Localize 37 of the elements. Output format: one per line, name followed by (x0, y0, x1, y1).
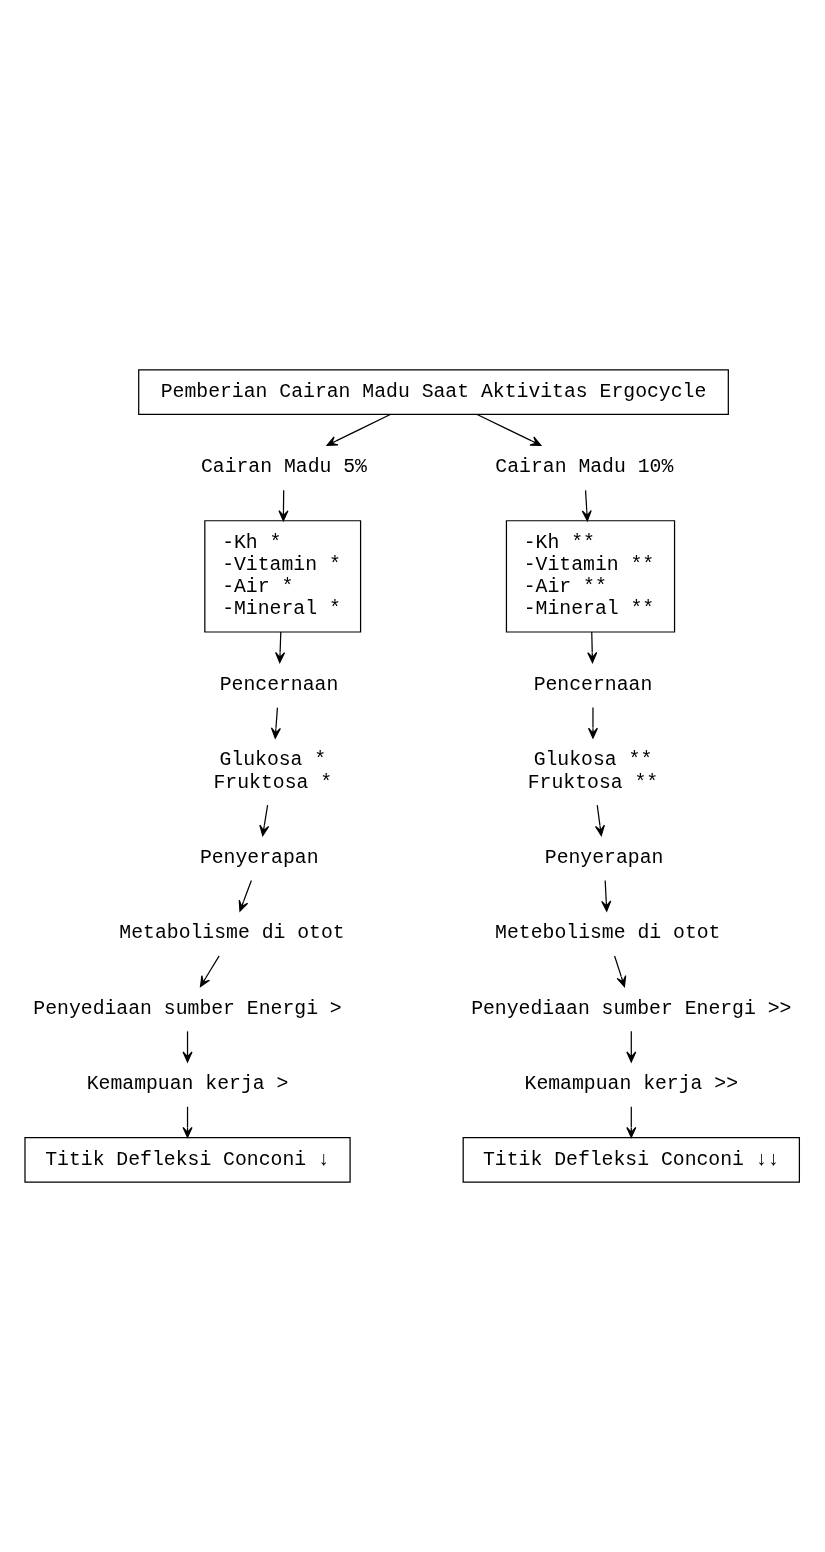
node-text: Penyerapan (199, 846, 319, 869)
arrow (326, 413, 391, 446)
node-box: Titik Defleksi Conconi ↓↓ (462, 1136, 800, 1183)
arrow (182, 1106, 193, 1138)
node-box: Titik Defleksi Conconi ↓ (24, 1136, 351, 1183)
arrow (587, 706, 599, 739)
arrow (614, 955, 627, 988)
node-text: Cairan Madu 10% (495, 456, 674, 479)
node-text: Penyediaan sumber Energi >> (471, 997, 792, 1020)
arrow (278, 489, 289, 522)
arrow (476, 413, 542, 446)
node-text: Pencernaan (219, 673, 339, 696)
node-text: Glukosa ** Fruktosa ** (527, 749, 659, 794)
node-text: Metabolisme di otot (119, 922, 345, 945)
arrow (601, 879, 612, 912)
arrow (259, 804, 270, 837)
node-text: Kemampuan kerja >> (524, 1073, 739, 1096)
node-text: Pencernaan (533, 673, 653, 696)
node-text: Kemampuan kerja > (86, 1073, 289, 1096)
node-text: Penyediaan sumber Energi > (33, 997, 342, 1020)
node-box: Pemberian Cairan Madu Saat Aktivitas Ergocycle (138, 369, 729, 416)
node-text: Glukosa * Fruktosa * (213, 749, 333, 794)
arrow (626, 1030, 637, 1063)
arrow (270, 706, 281, 739)
arrow (587, 631, 598, 664)
arrow (275, 631, 286, 664)
node-box: -Kh ** -Vitamin ** -Air ** -Mineral ** (505, 520, 676, 633)
node-text: Penyerapan (544, 846, 664, 869)
arrow (581, 489, 592, 522)
node-box: -Kh * -Vitamin * -Air * -Mineral * (204, 520, 362, 633)
node-text: Cairan Madu 5% (200, 456, 367, 479)
arrow (626, 1106, 637, 1138)
arrow (182, 1030, 193, 1063)
arrow (199, 955, 220, 988)
arrow (594, 804, 605, 837)
arrow (238, 879, 252, 912)
node-text: Metebolisme di otot (495, 922, 721, 945)
